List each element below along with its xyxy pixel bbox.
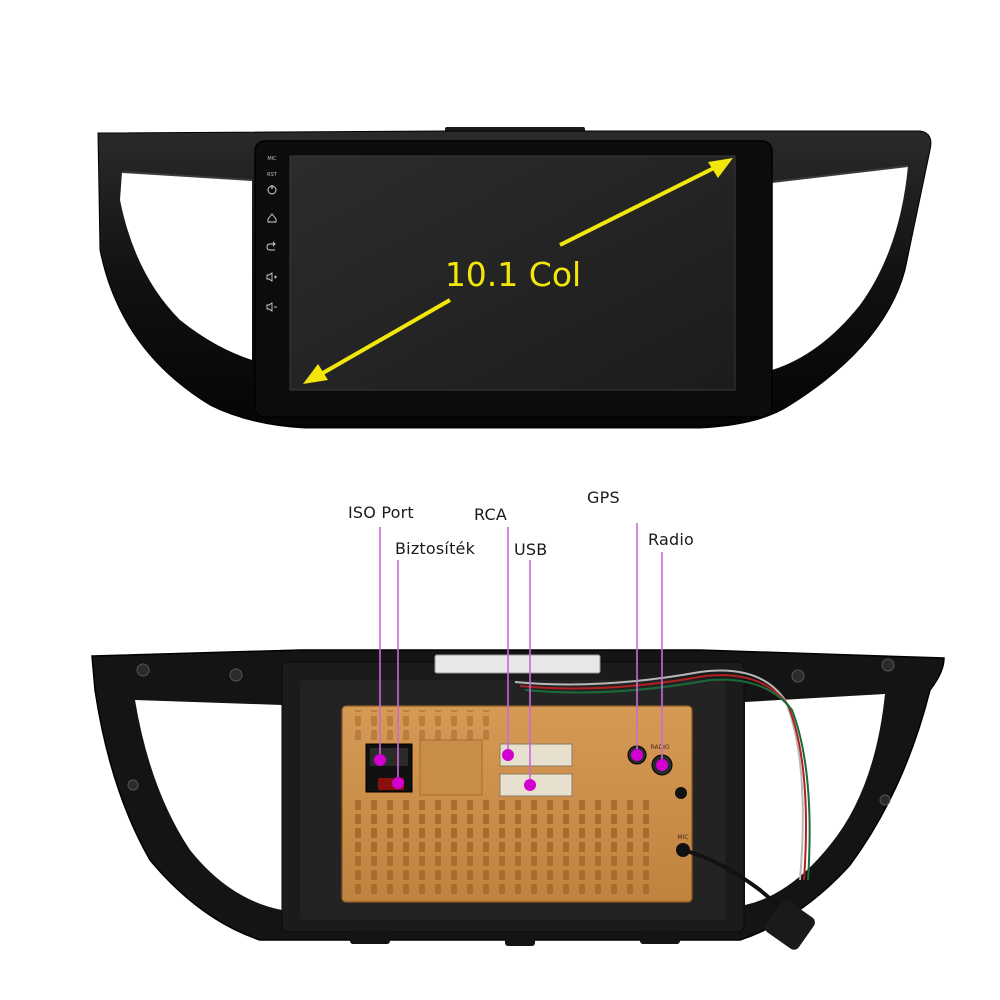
rca-connector <box>499 743 573 767</box>
front-view: MIC RST <box>97 127 932 429</box>
callout-usb: USB <box>514 540 548 559</box>
radio-port-label: RADIO <box>650 744 669 751</box>
dc-plug <box>765 900 815 950</box>
callout-radio: Radio <box>648 530 694 549</box>
power-icon[interactable] <box>267 185 277 195</box>
callout-rca: RCA <box>474 505 508 524</box>
callout-markers <box>374 749 668 791</box>
back-icon[interactable] <box>266 241 276 251</box>
screen-size-label: 10.1 Col <box>445 255 581 294</box>
callout-lines <box>379 523 663 785</box>
volume-up-icon[interactable] <box>266 272 277 282</box>
volume-down-icon[interactable] <box>266 302 277 312</box>
rst-label: RST <box>267 172 278 178</box>
diagonal-size-arrow <box>303 158 733 384</box>
cables <box>514 669 815 950</box>
chassis-back: RADIO MIC <box>341 705 693 903</box>
callout-gps: GPS <box>587 488 620 507</box>
callout-iso-port: ISO Port <box>348 503 414 522</box>
aux-jack <box>675 787 687 799</box>
mic-label: MIC <box>267 156 277 162</box>
side-button-strip: MIC RST <box>266 156 278 312</box>
callout-fuse: Biztosíték <box>395 539 476 558</box>
mic-port-label: MIC <box>677 834 688 841</box>
home-icon[interactable] <box>267 213 277 223</box>
